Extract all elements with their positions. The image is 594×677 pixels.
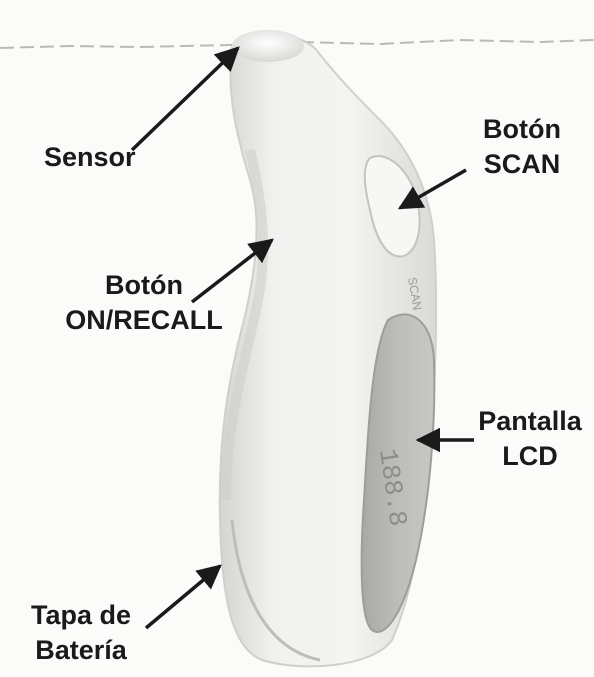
label-scan-line2: SCAN [462,147,582,182]
label-sensor: Sensor [44,140,136,175]
label-on-recall-line1: Botón [44,268,244,303]
label-battery-line2: Batería [6,633,156,668]
label-battery-cover: Tapa de Batería [6,598,156,668]
label-scan-line1: Botón [462,112,582,147]
label-on-recall-button: Botón ON/RECALL [44,268,244,338]
arrow-battery-cover [146,566,220,628]
arrow-sensor [132,48,238,150]
label-lcd-display: Pantalla LCD [466,404,594,474]
label-lcd-line2: LCD [466,439,594,474]
label-on-recall-line2: ON/RECALL [44,303,244,338]
label-scan-button: Botón SCAN [462,112,582,182]
label-lcd-line1: Pantalla [466,404,594,439]
sensor-tip [232,30,304,62]
label-battery-line1: Tapa de [6,598,156,633]
